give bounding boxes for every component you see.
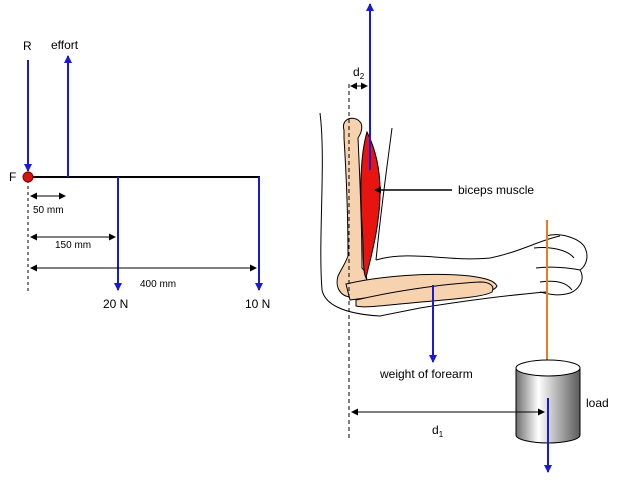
forearm-top-outline [375,235,561,261]
distance-50mm-label: 50 mm [33,205,64,216]
biceps-label: biceps muscle [458,183,534,197]
biceps-muscle [360,130,381,280]
upper-arm-front-outline [375,127,393,261]
ulna-bone [355,281,494,308]
load-20n-label: 20 N [103,297,128,311]
d2-label: d2 [353,65,365,81]
effort-label: effort [51,38,79,52]
fulcrum-dot [22,171,34,183]
load-label: load [586,396,609,410]
finger-lines [533,247,581,291]
lever-diagram: R effort F 50 mm 150 mm 400 mm 20 N 10 N [9,38,270,311]
arm-diagram: d2 biceps muscle weight of forearm load … [319,3,609,473]
d1-label: d1 [432,423,444,439]
upper-arm-outline [319,112,547,317]
distance-400mm-label: 400 mm [140,279,176,290]
distance-150mm-label: 150 mm [55,240,91,251]
fulcrum-label: F [9,170,16,184]
load-10n-label: 10 N [245,297,270,311]
reaction-label: R [23,39,32,53]
forearm-weight-label: weight of forearm [379,367,473,381]
